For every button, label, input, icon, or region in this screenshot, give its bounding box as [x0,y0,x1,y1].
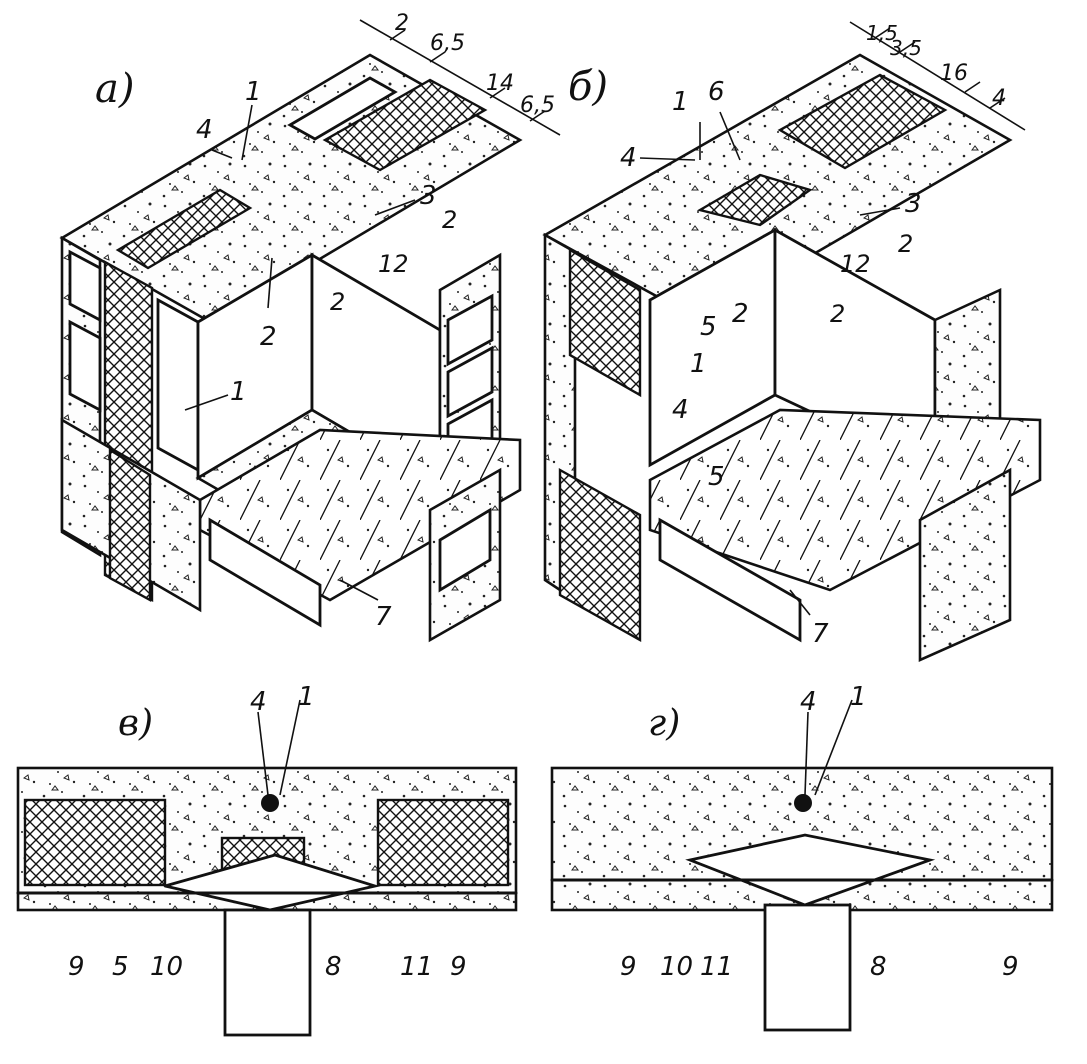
callout-label: 1 [690,349,707,379]
panel-g-column [763,903,852,1032]
callout-label: 1 [298,682,315,712]
dim-label: 1,5 [866,21,898,45]
dim-label: 2 [395,11,409,36]
panel-g [550,699,1054,1032]
dim-label: 16 [940,61,968,86]
callout-label: 4 [196,115,213,145]
panel-v [16,699,518,1037]
panel-letter-g: г) [648,703,680,744]
callout-label: 9 [1002,952,1019,982]
dim-label: 2 [830,300,845,328]
callout-label: 2 [732,299,749,329]
callout-label: 4 [672,395,689,425]
callout-label: 7 [375,602,392,632]
callout-label: 7 [812,619,829,649]
panel-letter-b: б) [568,64,608,110]
callout-label: 3 [420,181,437,211]
callout-label: 1 [672,87,689,117]
callout-label: 3 [905,189,922,219]
callout-label: 6 [708,77,725,107]
callout-label: 4 [800,687,817,717]
dim-label: 6,5 [430,31,465,56]
callout-label: 5 [700,312,717,342]
callout-label: 1 [850,682,867,712]
callout-label: 1 [245,77,262,107]
panel-letter-v: в) [118,703,153,744]
callout-label: 4 [250,687,267,717]
panel-letter-a: а) [95,66,134,112]
callout-label: 10 [660,952,693,982]
callout-label: 4 [620,143,637,173]
panel-v-column [223,908,312,1037]
callout-label: 9 [450,952,467,982]
callout-label: 1 [230,377,247,407]
callout-label: 5 [708,462,725,492]
callout-label: 9 [68,952,85,982]
dim-label: 6,5 [520,93,555,118]
callout-label: 8 [325,952,342,982]
callout-label: 11 [700,952,733,982]
panel-b [542,21,1042,663]
callout-label: 8 [870,952,887,982]
dim-label: 2 [898,230,913,258]
dim-label: 2 [330,288,345,316]
dim-label: 4 [992,86,1006,111]
dim-label: 3,5 [890,36,922,60]
callout-label: 5 [112,952,129,982]
dim-label: 2 [442,206,457,234]
dim-label: 12 [378,250,409,278]
panel-a [59,19,561,643]
dim-label: 14 [486,71,514,96]
callout-label: 9 [620,952,637,982]
callout-label: 2 [260,322,277,352]
callout-label: 11 [400,952,433,982]
callout-label: 10 [150,952,183,982]
dim-label: 12 [840,250,871,278]
